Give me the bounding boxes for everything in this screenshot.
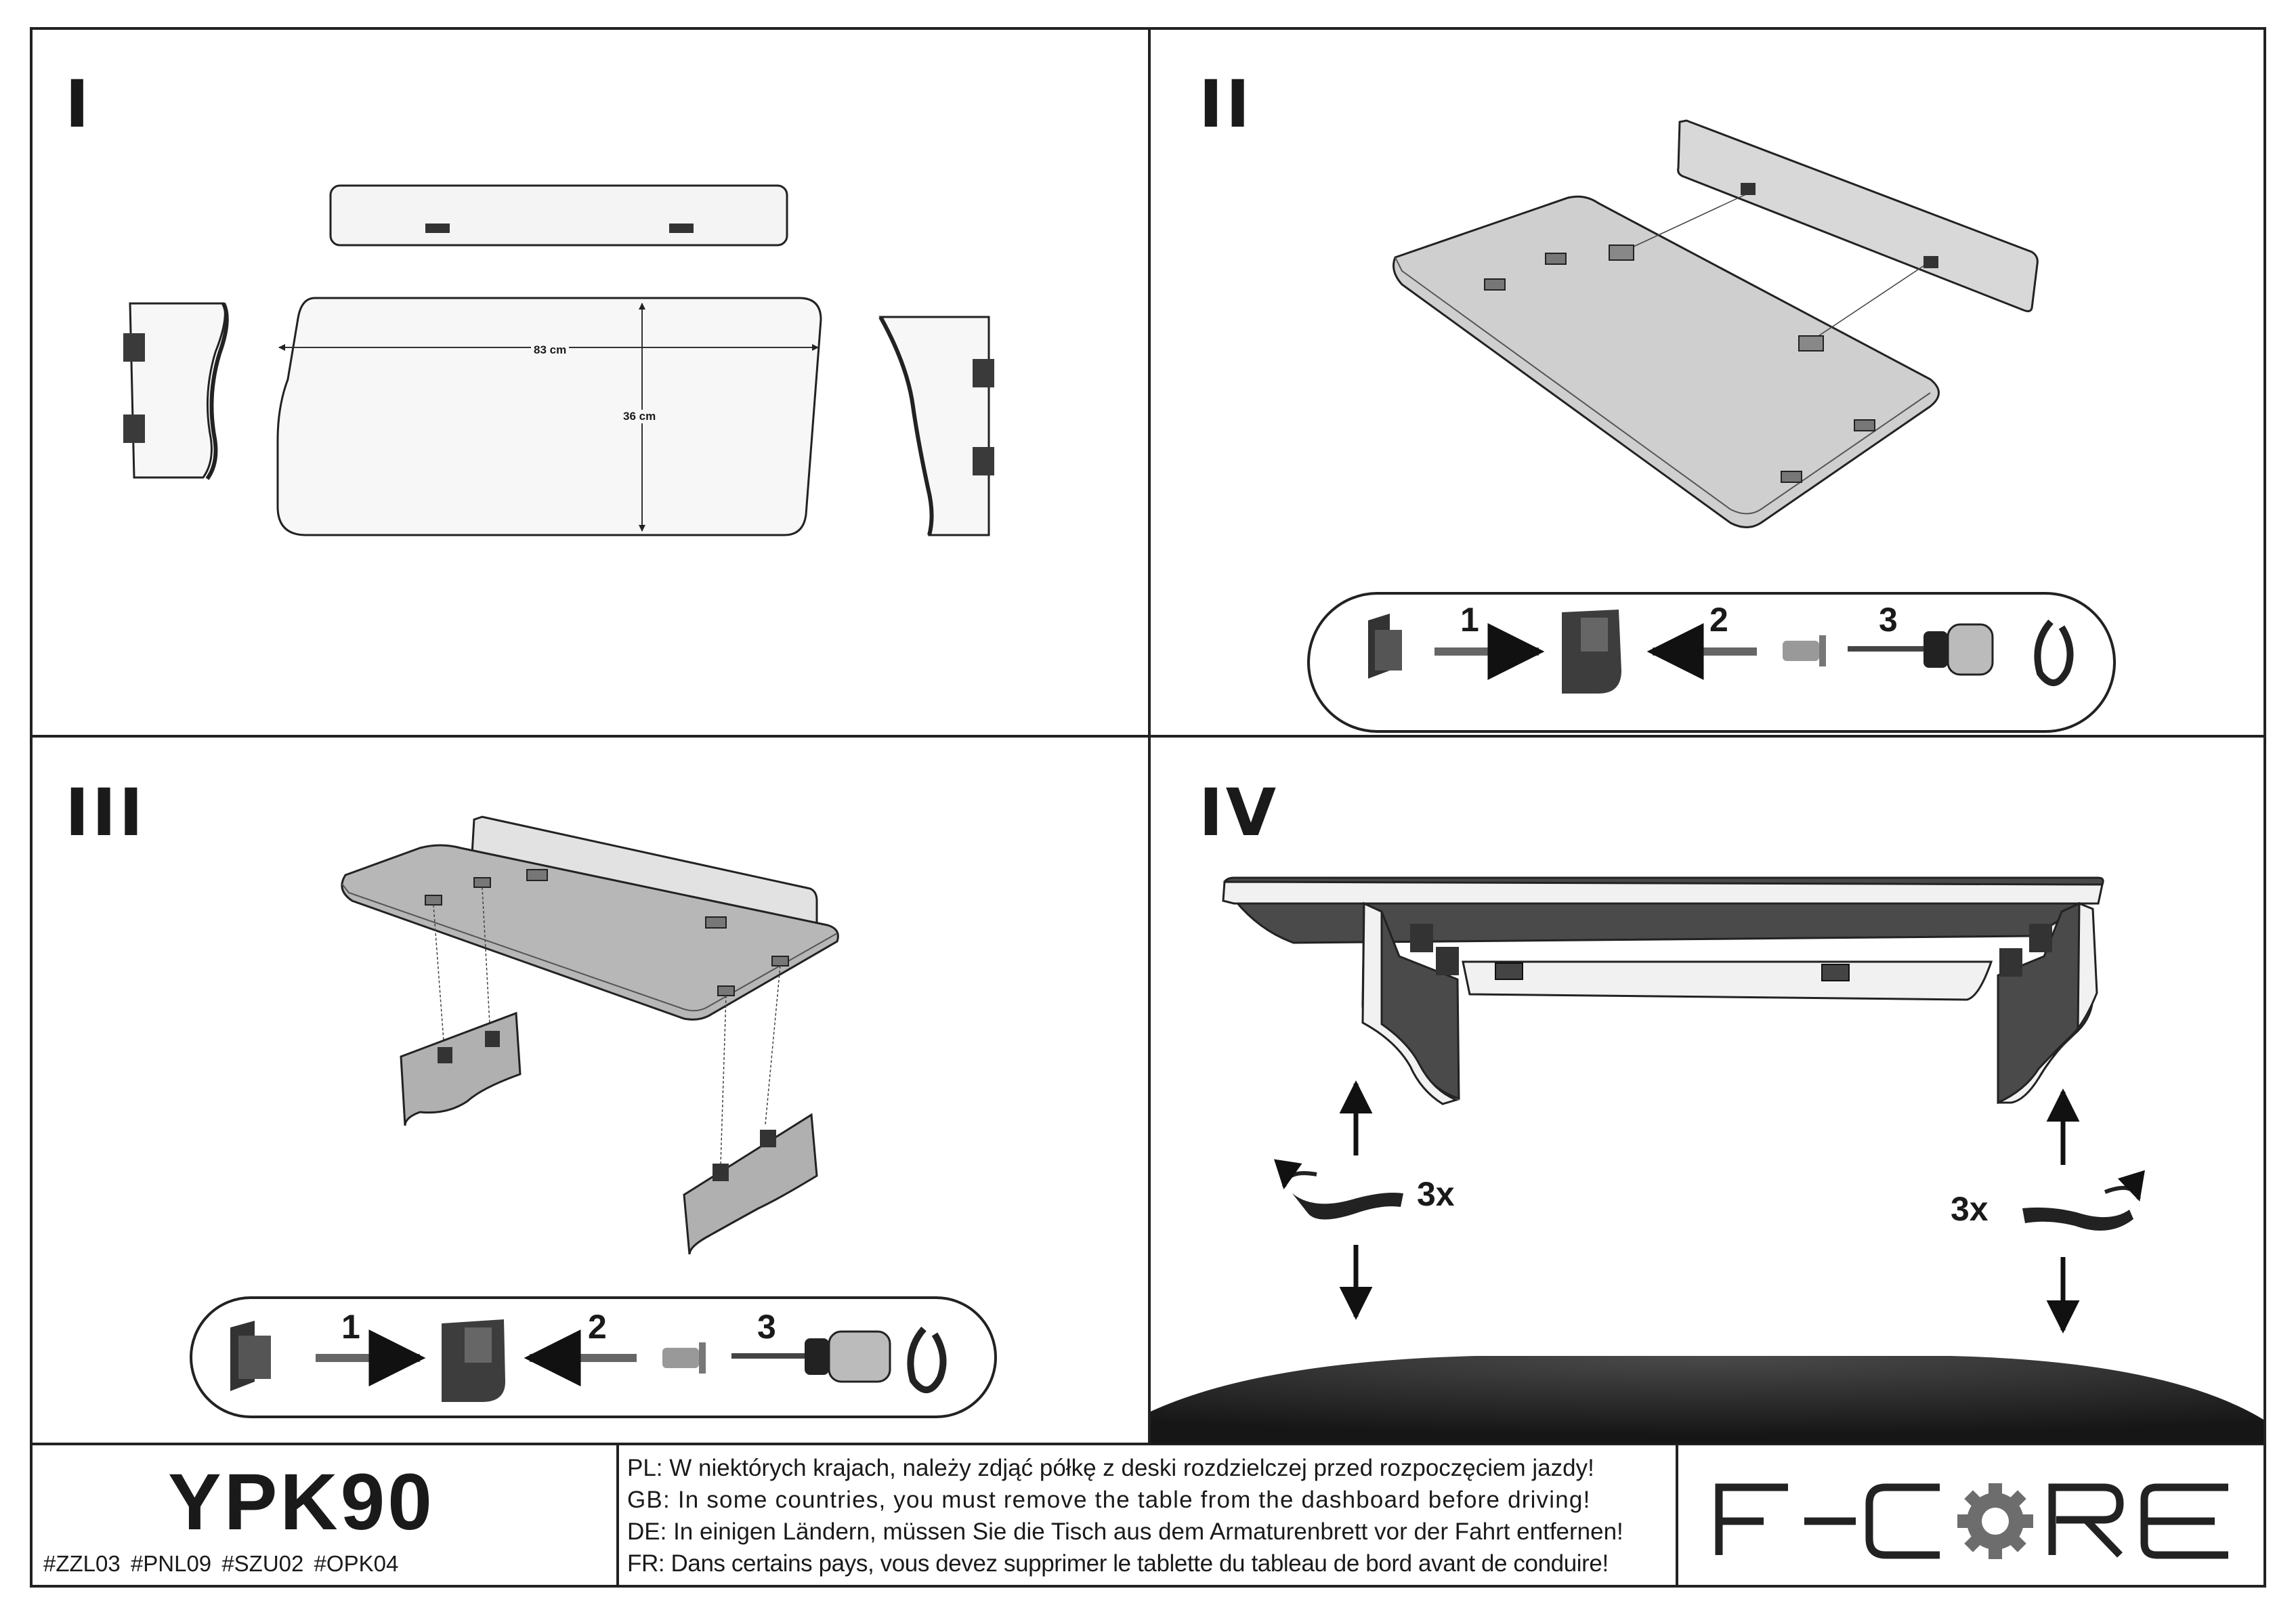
panel-2 — [1307, 119, 2116, 733]
left-leg-isometric — [400, 1011, 522, 1126]
leg-bracket — [1999, 948, 2022, 977]
leg-bracket — [1410, 924, 1433, 952]
guide-line — [433, 904, 445, 1050]
panel-3 — [190, 815, 997, 1418]
panel-4 — [1151, 876, 2263, 1444]
panel-3-numeral: III — [65, 775, 146, 851]
leg-bracket — [760, 1130, 776, 1147]
hook-clip-icon — [1368, 614, 1402, 679]
left-leg-side — [1361, 901, 1460, 1105]
twist-arrow-icon — [1274, 1159, 1317, 1190]
panel-2-step-3: 3 — [1879, 601, 1898, 639]
brand-letter-e — [2140, 1483, 2228, 1559]
clip — [526, 869, 548, 881]
panel-3-step-3: 3 — [757, 1308, 776, 1346]
panel-2-numeral: II — [1199, 66, 1253, 142]
screw-icon — [662, 1342, 706, 1374]
clip — [1609, 244, 1634, 261]
clip — [1781, 471, 1802, 483]
leg-bracket — [713, 1164, 729, 1181]
clip — [1854, 419, 1875, 431]
notice-gb: GB: In some countries, you must remove t… — [627, 1487, 1591, 1513]
hook-clip-icon — [1562, 610, 1621, 694]
tray-rim — [1395, 257, 1931, 515]
clip — [705, 916, 727, 929]
screwdriver-icon — [1848, 623, 1994, 676]
panel-2-step-1: 1 — [1460, 601, 1479, 639]
clip — [771, 956, 789, 966]
notice-de: DE: In einigen Ländern, müssen Sie die T… — [627, 1518, 1623, 1545]
back-panel-isometric — [1677, 119, 2039, 312]
hook-clip-icon — [230, 1321, 271, 1391]
notice-fr: FR: Dans certains pays, vous devez suppr… — [627, 1550, 1609, 1577]
clip — [1495, 962, 1523, 980]
left-repeat-count: 3x — [1417, 1175, 1455, 1213]
clip — [1545, 253, 1567, 265]
leg-bracket — [1436, 947, 1459, 975]
guide-line — [720, 995, 727, 1166]
left-leg-edge — [205, 302, 229, 480]
clip — [1798, 335, 1824, 352]
model-number: YPK90 — [168, 1458, 435, 1547]
leg-bracket — [438, 1047, 452, 1063]
brand-letter-c — [1865, 1483, 1940, 1559]
rotate-icon — [907, 1326, 947, 1393]
right-leg-side — [1997, 901, 2098, 1104]
clip — [1484, 278, 1506, 291]
right-leg-edge — [878, 316, 934, 536]
clip — [473, 877, 491, 888]
dashboard-shape — [1151, 1356, 2263, 1444]
panel-3-step-1: 1 — [341, 1308, 360, 1346]
leg-bracket — [123, 333, 145, 362]
notice-pl: PL: W niektórych krajach, należy zdjąć p… — [627, 1455, 1594, 1481]
guide-line — [1621, 193, 1748, 253]
guide-line — [765, 965, 781, 1125]
rotate-icon — [2034, 619, 2074, 686]
screwdriver-icon — [731, 1330, 891, 1383]
twist-arrow-icon — [2022, 1207, 2133, 1231]
brand-letter-f — [1715, 1483, 1788, 1555]
leg-bracket — [485, 1031, 500, 1047]
width-dimension-label: 83 cm — [531, 343, 570, 357]
leg-bracket — [973, 359, 994, 387]
tray-top-part — [276, 297, 822, 536]
back-panel-clip — [425, 224, 450, 233]
clip — [1923, 256, 1938, 268]
tray-isometric — [1393, 195, 1940, 528]
clip — [1821, 964, 1850, 981]
back-panel-part — [329, 184, 788, 247]
clip — [425, 895, 442, 906]
panel-2-step-2: 2 — [1709, 601, 1728, 639]
back-panel-underside — [1462, 960, 1993, 1001]
clip — [1741, 183, 1756, 195]
guide-line — [1808, 261, 1931, 343]
brand-letter-r — [2048, 1483, 2124, 1558]
twist-arrow-icon — [1292, 1193, 1403, 1220]
panel-3-step-2: 2 — [588, 1308, 607, 1346]
clip — [717, 985, 735, 996]
right-leg-isometric — [683, 1113, 818, 1255]
panel-1 — [123, 184, 994, 536]
depth-dimension-label: 36 cm — [620, 410, 659, 423]
panel-1-numeral: I — [65, 66, 92, 142]
screw-icon — [1783, 635, 1826, 666]
back-panel-clip — [669, 224, 694, 233]
tray-rim — [341, 883, 838, 1012]
leg-bracket — [123, 414, 145, 443]
twist-arrow-icon — [2104, 1170, 2145, 1202]
leg-bracket — [973, 447, 994, 475]
product-codes: #ZZL03 #PNL09 #SZU02 #OPK04 — [43, 1551, 399, 1576]
tray-isometric — [341, 844, 839, 1021]
tray-edge — [1222, 880, 2104, 905]
gear-icon — [1957, 1483, 2033, 1559]
panel-4-numeral: IV — [1199, 775, 1279, 851]
hook-clip-icon — [442, 1319, 505, 1402]
leg-bracket — [2029, 924, 2052, 952]
guide-line — [482, 887, 491, 1037]
right-repeat-count: 3x — [1951, 1190, 1989, 1228]
brand-logo — [1715, 1483, 2228, 1559]
left-leg-part — [129, 302, 226, 479]
